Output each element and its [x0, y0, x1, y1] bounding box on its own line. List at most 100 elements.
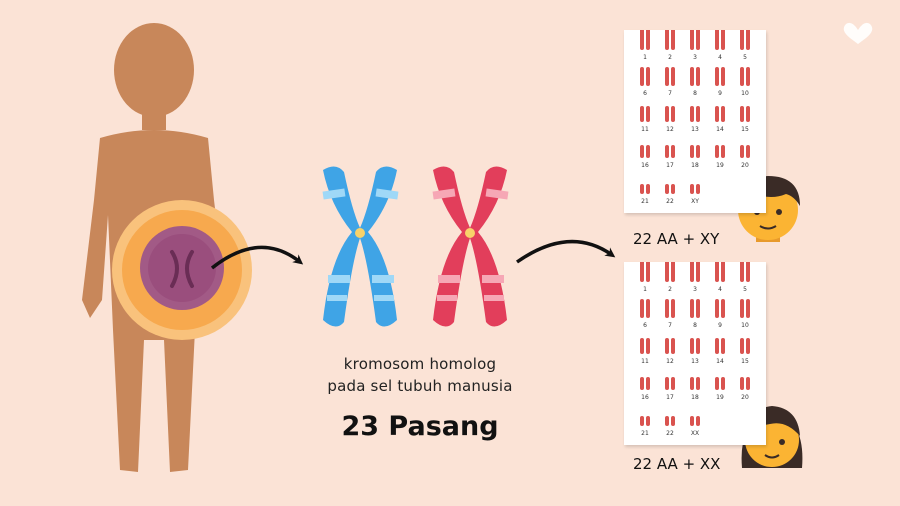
chromosome-mark [640, 416, 644, 426]
karyotype-label: 7 [668, 90, 672, 97]
chromosome-mark [696, 28, 700, 50]
chromosome-pair [740, 338, 750, 354]
chromosome-pair [715, 67, 725, 86]
chromosome-mark [690, 28, 694, 50]
chromosome-mark [740, 299, 744, 318]
chromosome-mark [690, 416, 694, 426]
karyotype-label: 21 [641, 430, 649, 437]
chromosome-mark [696, 299, 700, 318]
karyotype-label: 12 [666, 358, 674, 365]
chromosome-mark [640, 145, 644, 158]
chromosome-mark [715, 145, 719, 158]
chromosome-mark [721, 299, 725, 318]
chromosome-pair [740, 299, 750, 318]
karyotype-label: XX [691, 430, 699, 437]
chromosome-mark [721, 106, 725, 122]
karyotype-label: 14 [716, 358, 724, 365]
chromosome-mark [740, 145, 744, 158]
chromosome-mark [696, 106, 700, 122]
chromosome-blue [322, 166, 399, 327]
chromosome-mark [721, 145, 725, 158]
chromosome-mark [746, 145, 750, 158]
chromosome-mark [696, 416, 700, 426]
karyotype-label: 12 [666, 126, 674, 133]
chromosome-pair [640, 299, 650, 318]
heart-logo-icon [843, 22, 873, 44]
chromosome-mark [696, 184, 700, 194]
chromosome-mark [640, 106, 644, 122]
chromosome-pair [690, 377, 700, 390]
chromosome-pair [665, 145, 675, 158]
chromosome-pair [715, 299, 725, 318]
chromosome-pair [640, 145, 650, 158]
karyotype-label: 14 [716, 126, 724, 133]
karyotype-label: 9 [718, 322, 722, 329]
karyotype-label: 18 [691, 162, 699, 169]
chromosome-pair [690, 416, 700, 426]
chromosome-pair [715, 260, 725, 282]
chromosome-mark [715, 260, 719, 282]
chromosome-mark [740, 338, 744, 354]
chromosome-mark [740, 106, 744, 122]
chromosome-mark [690, 377, 694, 390]
chromosome-mark [746, 377, 750, 390]
karyotype-label: 8 [693, 90, 697, 97]
karyotype-label: XY [691, 198, 699, 205]
chromosome-mark [646, 67, 650, 86]
chromosome-pair [640, 338, 650, 354]
chromosome-pair [665, 67, 675, 86]
chromosome-mark [740, 28, 744, 50]
chromosome-mark [665, 299, 669, 318]
karyotype-label: 17 [666, 162, 674, 169]
chromosome-mark [665, 416, 669, 426]
karyotype-label: 1 [643, 54, 647, 61]
chromosome-pair [640, 67, 650, 86]
chromosome-mark [640, 338, 644, 354]
karyotype-label: 10 [741, 322, 749, 329]
chromosome-mark [746, 67, 750, 86]
karyotype-label: 2 [668, 286, 672, 293]
chromosome-mark [665, 28, 669, 50]
pair-count-title: 23 Pasang [341, 411, 499, 442]
chromosome-pair [690, 106, 700, 122]
karyotype-label: 13 [691, 358, 699, 365]
chromosome-mark [690, 106, 694, 122]
chromosome-pair [740, 106, 750, 122]
chromosome-mark [640, 260, 644, 282]
chromosome-mark [740, 260, 744, 282]
formula-female: 22 AA + XX [633, 455, 721, 473]
chromosome-mark [665, 145, 669, 158]
chromosome-mark [665, 260, 669, 282]
chromosome-mark [646, 416, 650, 426]
chromosome-mark [721, 67, 725, 86]
chromosome-mark [671, 416, 675, 426]
chromosome-mark [665, 106, 669, 122]
chromosome-pair [690, 260, 700, 282]
karyotype-label: 6 [643, 90, 647, 97]
karyotype-label: 19 [716, 394, 724, 401]
chromosome-pair [740, 145, 750, 158]
karyotype-label: 9 [718, 90, 722, 97]
chromosome-pair [715, 338, 725, 354]
arrow-cell-to-chromosomes [210, 245, 304, 270]
chromosome-pair [715, 145, 725, 158]
karyotype-label: 10 [741, 90, 749, 97]
chromosome-mark [671, 184, 675, 194]
karyotype-label: 22 [666, 430, 674, 437]
karyotype-label: 22 [666, 198, 674, 205]
formula-male: 22 AA + XY [633, 230, 720, 248]
chromosome-pair [640, 184, 650, 194]
karyotype-label: 13 [691, 126, 699, 133]
chromosome-mark [646, 184, 650, 194]
karyotype-label: 1 [643, 286, 647, 293]
chromosome-mark [690, 299, 694, 318]
chromosome-mark [665, 377, 669, 390]
chromosome-mark [646, 338, 650, 354]
chromosome-pair [740, 67, 750, 86]
chromosome-pair [640, 416, 650, 426]
chromosome-mark [690, 67, 694, 86]
chromosome-mark [640, 67, 644, 86]
chromosome-pair [665, 338, 675, 354]
